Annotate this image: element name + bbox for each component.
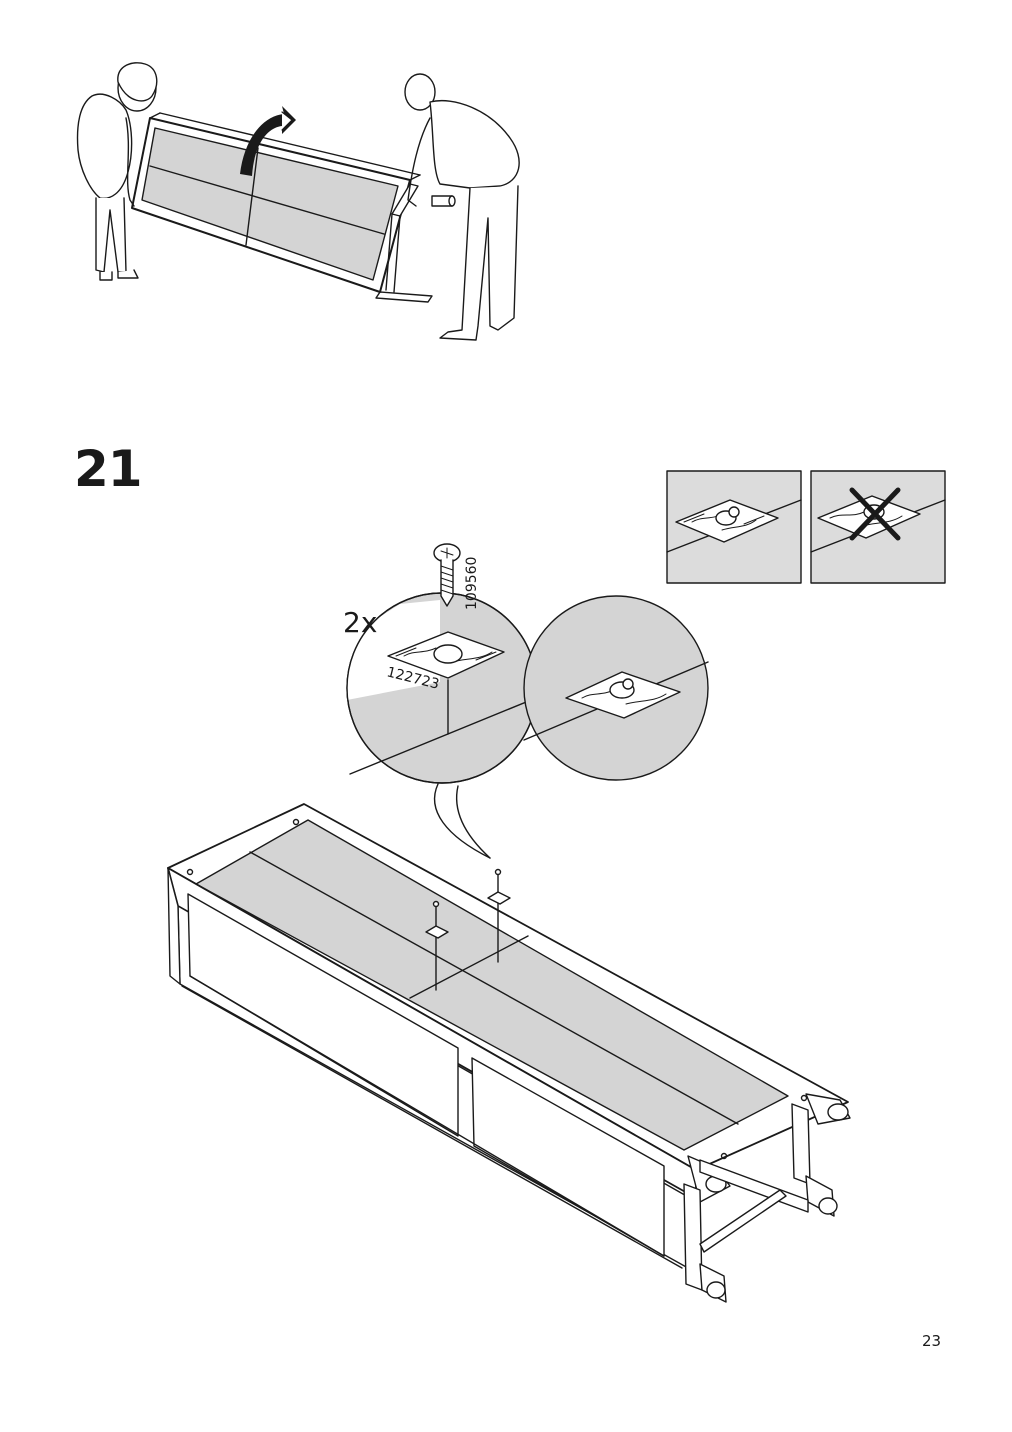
step-number: 21 (74, 440, 143, 498)
person-right (404, 73, 520, 341)
wrong-orientation-inset (810, 470, 946, 584)
page-number: 23 (922, 1332, 942, 1350)
flipped-frame (131, 112, 456, 303)
screw-part-number: 109560 (464, 557, 480, 610)
plate-detail-circle (523, 595, 709, 781)
screw-detail-circle (346, 543, 538, 784)
quantity-label: 2x (343, 606, 377, 639)
screw-icon (433, 543, 461, 607)
plate-part-number: 122723 (385, 664, 441, 692)
wrong-cross-icon (849, 487, 901, 541)
leader-arrow-icon (433, 783, 491, 859)
flip-frame-illustration (76, 62, 520, 341)
bench-frame (167, 803, 851, 1303)
correct-orientation-inset (666, 470, 802, 584)
person-left (76, 62, 158, 281)
